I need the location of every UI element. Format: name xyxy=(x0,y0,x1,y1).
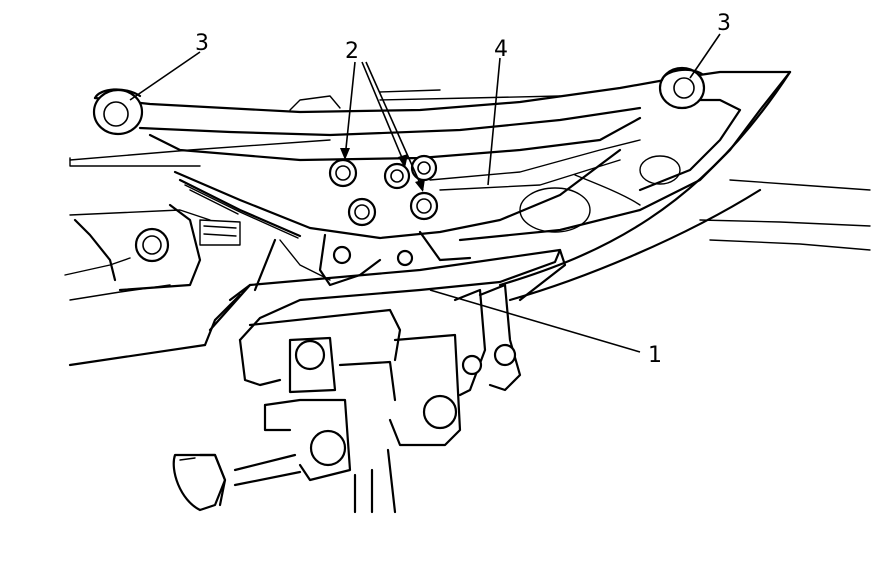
callout-4: 4 xyxy=(494,37,508,62)
bolt-group-part-2 xyxy=(328,154,439,227)
callout-1: 1 xyxy=(648,343,662,368)
bolt-2e xyxy=(409,191,439,221)
bolt-2b xyxy=(347,197,377,227)
frame-bolt xyxy=(134,227,170,263)
small-bolt xyxy=(332,245,414,267)
support-fixture xyxy=(172,283,522,514)
bushing-left-part-3 xyxy=(92,88,144,136)
bolt-2d xyxy=(410,154,438,182)
callout-2: 2 xyxy=(345,39,359,64)
bolt-2c xyxy=(383,162,411,190)
callout-3-right: 3 xyxy=(717,11,731,36)
bushing-right-part-3 xyxy=(658,66,706,110)
bolt-2a xyxy=(328,158,358,188)
bracket-part-1 xyxy=(68,70,792,367)
reinforcement-plate xyxy=(73,148,681,292)
leader-lines xyxy=(129,33,721,353)
frame-rails xyxy=(64,89,871,301)
callout-3-left: 3 xyxy=(195,31,209,56)
callouts: 3 2 4 3 1 xyxy=(195,11,731,368)
